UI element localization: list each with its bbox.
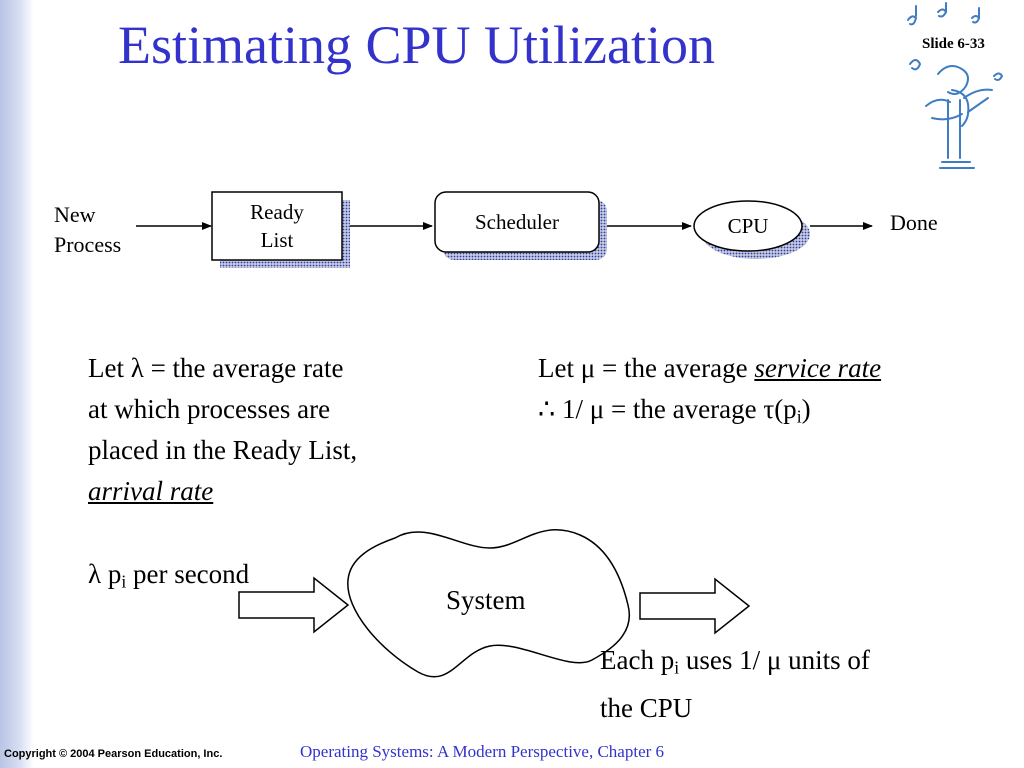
lambda-symbol: λ [130, 353, 144, 383]
scheduler-label: Scheduler [475, 210, 559, 234]
service-rate-text: Let μ = the average service rate ∴ 1/ μ … [538, 353, 882, 427]
cpu-label: CPU [727, 214, 769, 238]
ready-list-box [211, 191, 343, 261]
arrival-rate-term: arrival rate [88, 476, 214, 506]
therefore-symbol: ∴ [538, 394, 556, 424]
done-label: Done [890, 210, 938, 235]
arrival-rate-text: Let λ = the average rate at which proces… [88, 348, 357, 512]
new-process-label: New Process [54, 202, 122, 257]
slide-title: Estimating CPU Utilization [118, 15, 715, 75]
cpu-ellipse [693, 200, 803, 252]
ready-list-label: Ready List [250, 200, 304, 252]
output-block-arrow [639, 577, 751, 635]
cpu-units-text: Each pi uses 1/ μ units of the CPU [600, 645, 870, 724]
input-block-arrow [238, 576, 350, 634]
slide-number: Slide 6-33 [922, 36, 985, 52]
mu-symbol: μ [580, 353, 596, 383]
book-footer: Operating Systems: A Modern Perspective,… [300, 742, 665, 761]
scheduler-box [434, 191, 600, 253]
process-flow-diagram [136, 191, 873, 268]
musical-figure-logo-icon [907, 2, 1004, 169]
service-rate-term: service rate [754, 353, 882, 383]
per-second-text: λ pi per second [88, 559, 250, 592]
system-label: System [446, 585, 526, 615]
left-gradient-band [0, 0, 34, 768]
copyright-footer: Copyright © 2004 Pearson Education, Inc. [4, 748, 223, 760]
